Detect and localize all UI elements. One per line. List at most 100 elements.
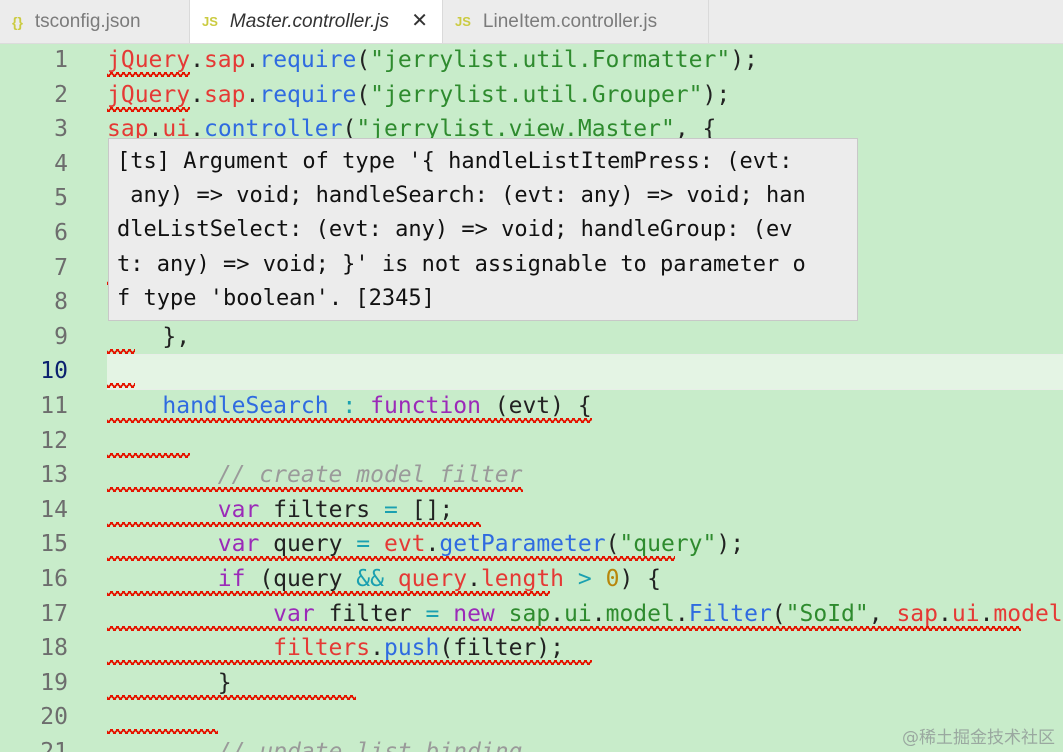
close-icon[interactable]: ✕ (411, 10, 428, 32)
tab-label: Master.controller.js (229, 10, 389, 32)
code-token (107, 566, 218, 592)
code-line[interactable]: 20 (0, 700, 1063, 735)
code-token: . (148, 116, 163, 143)
line-number: 1 (54, 47, 68, 73)
code-line[interactable]: 14 var filters = []; (0, 493, 1063, 528)
code-token (107, 601, 273, 627)
code-token: sap (508, 600, 551, 627)
code-token: > (577, 566, 592, 592)
code-token (384, 566, 398, 592)
code-text: } (107, 666, 232, 701)
error-squiggle (107, 383, 135, 389)
code-token: length (480, 566, 565, 592)
code-token: } (107, 669, 232, 696)
line-number: 10 (40, 358, 68, 385)
code-token: push (383, 635, 440, 662)
code-line[interactable]: 5 (0, 181, 1063, 216)
error-squiggle (107, 348, 135, 354)
code-token: model (993, 600, 1063, 627)
code-token: query (397, 566, 468, 592)
code-token: jQuery (107, 81, 191, 108)
line-number: 15 (40, 531, 68, 558)
code-token: var (217, 496, 260, 523)
code-token: . (245, 47, 260, 73)
code-token: filter (314, 600, 426, 627)
code-token: ui (564, 600, 592, 627)
code-line[interactable]: 4 (0, 147, 1063, 182)
tab-label: tsconfig.json (34, 10, 141, 32)
code-token (107, 739, 218, 752)
code-line[interactable]: 19 } (0, 666, 1063, 701)
code-line[interactable]: 12 (0, 424, 1063, 459)
code-token: var (273, 600, 315, 627)
line-number: 3 (54, 116, 68, 143)
tab-master-controller-js[interactable]: JS Master.controller.js ✕ (190, 0, 443, 43)
code-text: handleSearch : function (evt) { (107, 389, 591, 424)
code-token: , (868, 600, 897, 627)
code-token: Filter (688, 600, 772, 627)
code-line[interactable]: 21 // update list binding (0, 735, 1063, 752)
code-line[interactable]: 10 (0, 354, 1063, 391)
code-text: var filter = new sap.ui.model.Filter("So… (107, 597, 1063, 632)
line-number: 14 (40, 496, 68, 523)
error-squiggle (107, 694, 357, 700)
code-token (107, 635, 273, 661)
code-line[interactable]: 15 var query = evt.getParameter("query")… (0, 527, 1063, 562)
code-token: . (591, 600, 606, 627)
code-token: []; (397, 496, 454, 523)
error-squiggle (107, 521, 481, 527)
code-token: . (550, 600, 565, 627)
line-number: 20 (40, 704, 68, 731)
code-token: ); (716, 531, 745, 558)
code-token: . (467, 566, 481, 592)
code-line[interactable]: 6 (0, 216, 1063, 251)
code-line[interactable]: 16 if (query && query.length > 0) { (0, 562, 1063, 597)
error-squiggle (107, 72, 191, 77)
editor-tab-bar: {} tsconfig.json JS Master.controller.js… (0, 0, 1063, 44)
code-token: ( (356, 81, 371, 108)
code-text: // update list binding (107, 735, 523, 752)
code-token: && (356, 566, 384, 592)
code-token (107, 531, 218, 557)
code-token: . (190, 81, 204, 108)
code-text: var query = evt.getParameter("query"); (107, 527, 744, 562)
code-token: 0 (605, 566, 620, 592)
line-number: 7 (54, 254, 68, 281)
code-token: // update list binding (217, 739, 523, 752)
code-token: filters (259, 496, 384, 523)
code-line[interactable]: 17 var filter = new sap.ui.model.Filter(… (0, 597, 1063, 632)
code-token: model (605, 600, 675, 627)
code-token (439, 601, 453, 627)
code-token: filters (273, 635, 371, 662)
code-token: . (190, 116, 204, 143)
code-line[interactable]: 18 filters.push(filter); (0, 631, 1063, 666)
code-token (107, 497, 218, 523)
error-squiggle (107, 660, 592, 666)
tab-lineitem-controller-js[interactable]: JS LineItem.controller.js (443, 0, 709, 43)
code-token: "query" (619, 531, 717, 558)
error-squiggle (107, 452, 191, 458)
code-token: }, (107, 323, 191, 350)
code-line[interactable]: 13 // create model filter (0, 458, 1063, 493)
code-token (356, 393, 370, 419)
code-line[interactable]: 8 (0, 285, 1063, 320)
code-line[interactable]: 9 }, (0, 320, 1063, 355)
code-token: sap (203, 81, 246, 108)
code-line[interactable]: 11 handleSearch : function (evt) { (0, 389, 1063, 424)
js-file-icon: JS (202, 14, 218, 29)
tab-tsconfig-json[interactable]: {} tsconfig.json (0, 0, 190, 43)
code-token: "jerrylist.util.Grouper" (370, 81, 703, 108)
line-number: 21 (40, 739, 68, 752)
code-token: ) { (619, 566, 662, 592)
code-token: . (425, 531, 440, 558)
code-token: sap (107, 116, 149, 143)
code-text: }, (107, 320, 190, 355)
code-text: var filters = []; (107, 493, 453, 528)
error-hover-tooltip: [ts] Argument of type '{ handleListItemP… (108, 138, 858, 321)
line-number: 11 (40, 393, 68, 419)
js-file-icon: JS (455, 14, 471, 29)
